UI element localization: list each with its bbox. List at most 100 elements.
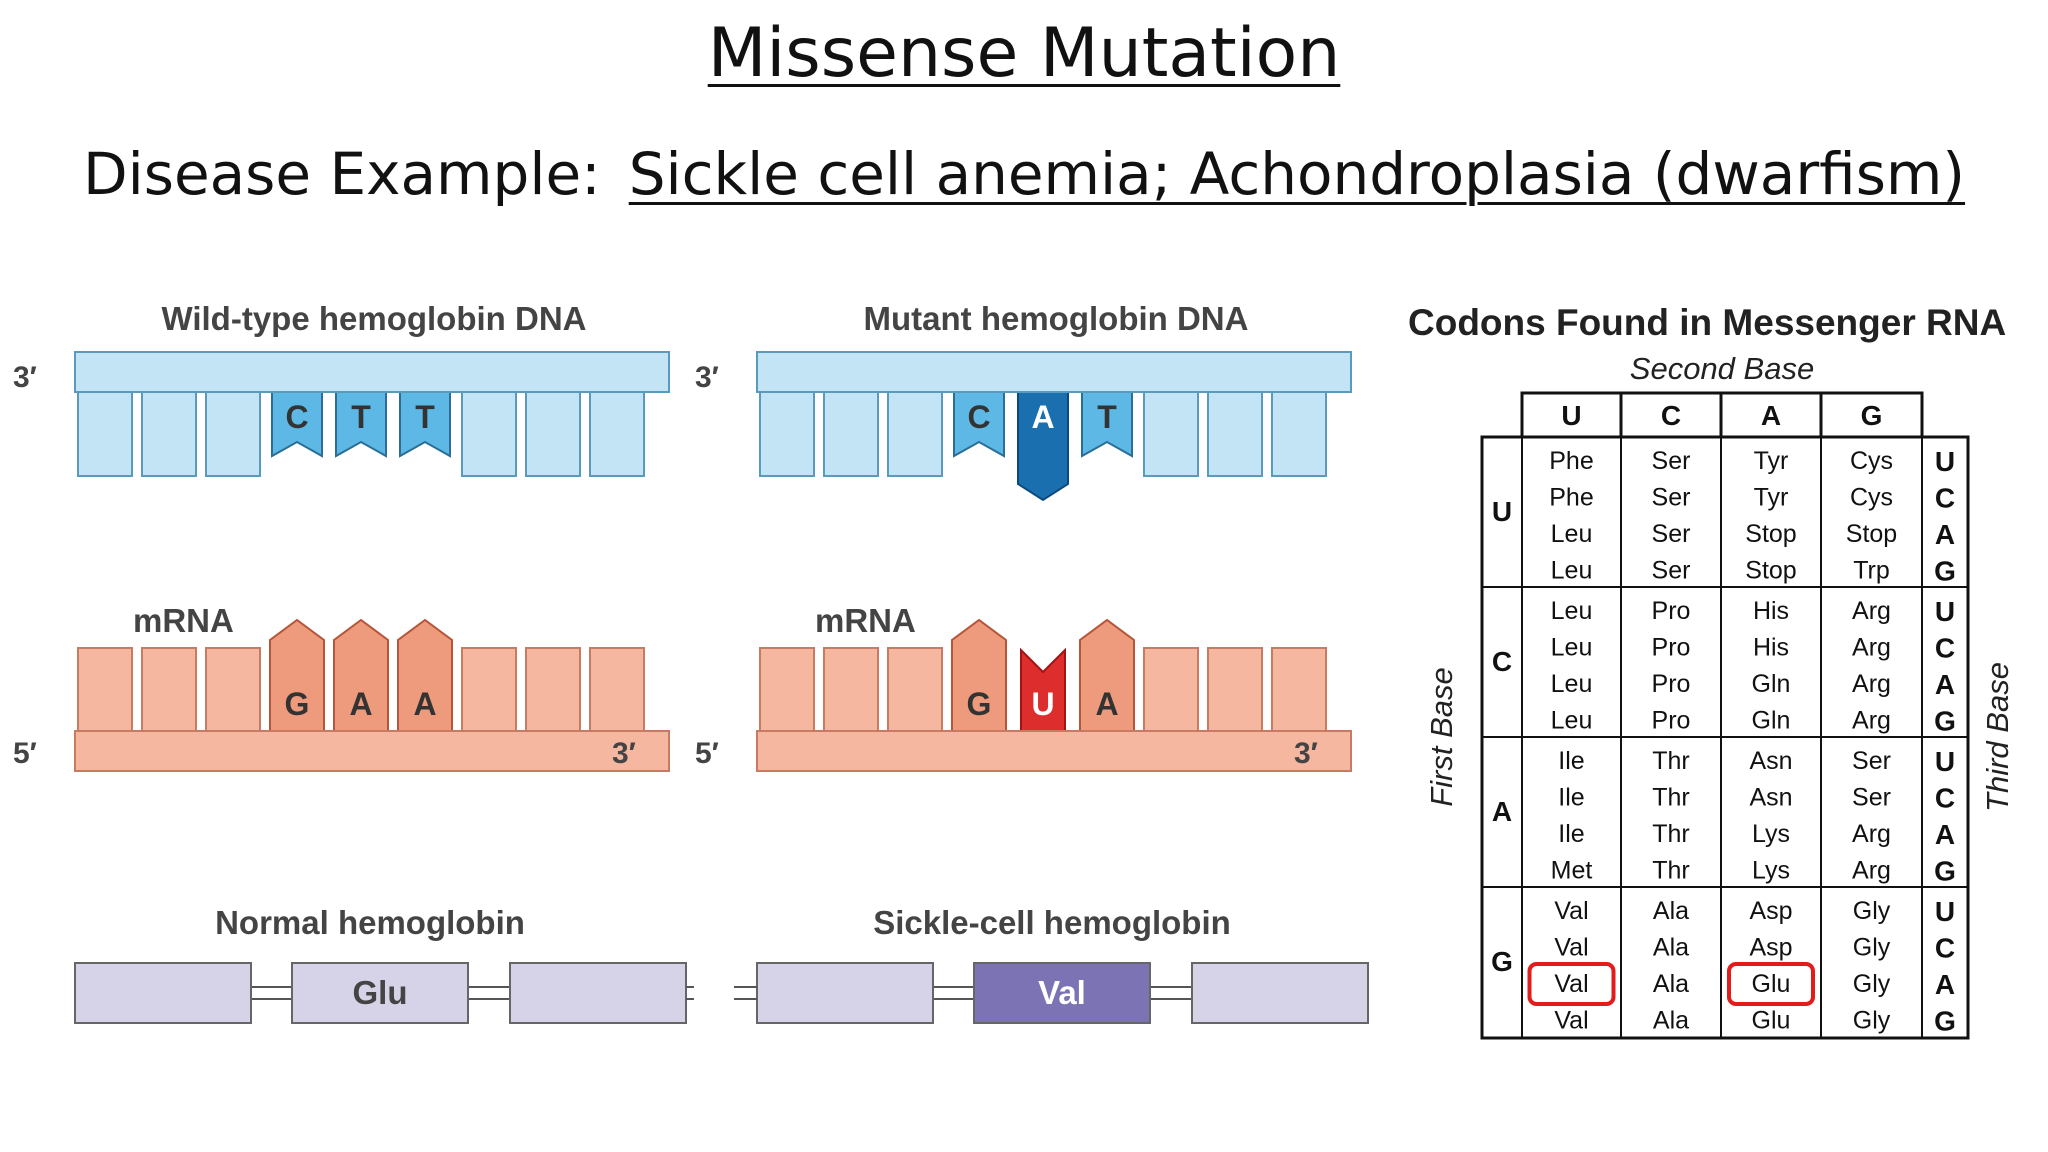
dna-tooth [525, 391, 581, 477]
first-base-letter: G [1491, 946, 1513, 977]
amino-acid-label: Val [1038, 974, 1086, 1011]
third-base-letter: C [1935, 633, 1955, 664]
third-base-letter: U [1935, 896, 1955, 927]
dna-tooth [141, 391, 197, 477]
codon-cell: Leu [1551, 557, 1593, 585]
mrna-base-letter: A [413, 686, 436, 722]
codon-cell: Ala [1653, 934, 1689, 962]
codon-cell: Gly [1853, 934, 1891, 962]
dna-tooth [823, 391, 879, 477]
mrna-left-end: 5′ [13, 737, 37, 770]
mrna-tooth [1271, 647, 1327, 732]
codon-cell: Arg [1852, 670, 1891, 698]
dna-base-letter: T [351, 399, 371, 435]
codon-cell: Tyr [1754, 484, 1789, 512]
third-base-letter: G [1934, 706, 1956, 737]
codon-cell: Phe [1549, 447, 1593, 475]
codon-cell: Val [1554, 1007, 1588, 1035]
second-base-letter: U [1561, 400, 1581, 431]
codon-cell: Ile [1558, 784, 1584, 812]
dna-backbone [756, 351, 1352, 393]
codon-cell: Leu [1551, 670, 1593, 698]
dna-base-letter: C [285, 399, 308, 435]
dna-tooth [1207, 391, 1263, 477]
codon-cell: Gln [1752, 670, 1791, 698]
codon-cell: Ser [1652, 557, 1691, 585]
protein-segment [1191, 962, 1369, 1024]
third-base-letter: A [1935, 519, 1955, 550]
dna-tooth [1271, 391, 1327, 477]
codon-cell: Ala [1653, 1007, 1689, 1035]
second-base-letter: A [1761, 400, 1781, 431]
third-base-letter: G [1934, 856, 1956, 887]
codon-cell: Arg [1852, 597, 1891, 625]
mrna-tooth [823, 647, 879, 732]
codon-cell: Leu [1551, 597, 1593, 625]
codon-cell: Ser [1652, 447, 1691, 475]
second-base-letter: G [1861, 400, 1883, 431]
codon-cell: His [1753, 634, 1789, 662]
amino-acid-box [973, 962, 1151, 1024]
mrna-label: mRNA [815, 602, 916, 639]
codon-highlight [1727, 962, 1815, 1006]
dna-backbone [74, 351, 670, 393]
mrna-base-letter: G [967, 686, 992, 722]
third-base-letter: U [1935, 746, 1955, 777]
protein-segment [756, 962, 934, 1024]
mrna-tooth [887, 647, 943, 732]
codon-cell: Leu [1551, 634, 1593, 662]
protein-segment [74, 962, 252, 1024]
disease-list: Sickle cell anemia; Achondroplasia (dwar… [628, 140, 1966, 208]
third-base-letter: A [1935, 819, 1955, 850]
mrna-tooth [589, 647, 645, 732]
third-base-label: Third Base [1980, 662, 2015, 812]
mrna-tooth [77, 647, 133, 732]
codon-cell: Cys [1850, 484, 1893, 512]
codon-cell: Thr [1652, 820, 1690, 848]
codon-cell: Asp [1749, 934, 1792, 962]
codon-cell: Val [1554, 970, 1588, 998]
codon-cell: Gln [1752, 707, 1791, 735]
codon-cell: Ser [1852, 784, 1891, 812]
codon-cell: Arg [1852, 857, 1891, 885]
dna-tooth [205, 391, 261, 477]
codon-cell: Leu [1551, 520, 1593, 548]
slide-title: Missense Mutation [707, 14, 1341, 93]
mrna-right-end: 3′ [1294, 737, 1318, 770]
dna-title: Wild-type hemoglobin DNA [161, 300, 586, 337]
mrna-tooth [525, 647, 581, 732]
second-base-letter: C [1661, 400, 1681, 431]
second-base-label: Second Base [1630, 351, 1814, 386]
codon-cell: Ser [1852, 747, 1891, 775]
dna-left-end: 3′ [13, 361, 37, 394]
third-base-letter: A [1935, 669, 1955, 700]
first-base-letter: A [1492, 796, 1512, 827]
third-base-letter: G [1934, 1006, 1956, 1037]
mrna-backbone [74, 730, 670, 772]
third-base-letter: U [1935, 596, 1955, 627]
dna-tooth [759, 391, 815, 477]
mrna-tooth [759, 647, 815, 732]
first-base-letter: C [1492, 646, 1512, 677]
codon-cell: Tyr [1754, 447, 1789, 475]
third-base-letter: C [1935, 483, 1955, 514]
codon-cell: Pro [1652, 670, 1691, 698]
codon-cell: Met [1551, 857, 1593, 885]
codon-cell: Ala [1653, 970, 1689, 998]
codon-cell: Stop [1745, 520, 1796, 548]
dna-tooth [461, 391, 517, 477]
codon-cell: Asn [1749, 747, 1792, 775]
mrna-base-letter: G [285, 686, 310, 722]
codon-cell: Pro [1652, 634, 1691, 662]
mrna-right-end: 3′ [612, 737, 636, 770]
dna-base-letter: T [1097, 399, 1117, 435]
codon-cell: His [1753, 597, 1789, 625]
dna-tooth [77, 391, 133, 477]
third-base-letter: G [1934, 556, 1956, 587]
third-base-letter: C [1935, 933, 1955, 964]
wild-type-panel: Wild-type hemoglobin DNA3′5′CTTmRNAGAA5′… [13, 300, 694, 1024]
mrna-tooth [1207, 647, 1263, 732]
codon-cell: Arg [1852, 707, 1891, 735]
dna-tooth [887, 391, 943, 477]
